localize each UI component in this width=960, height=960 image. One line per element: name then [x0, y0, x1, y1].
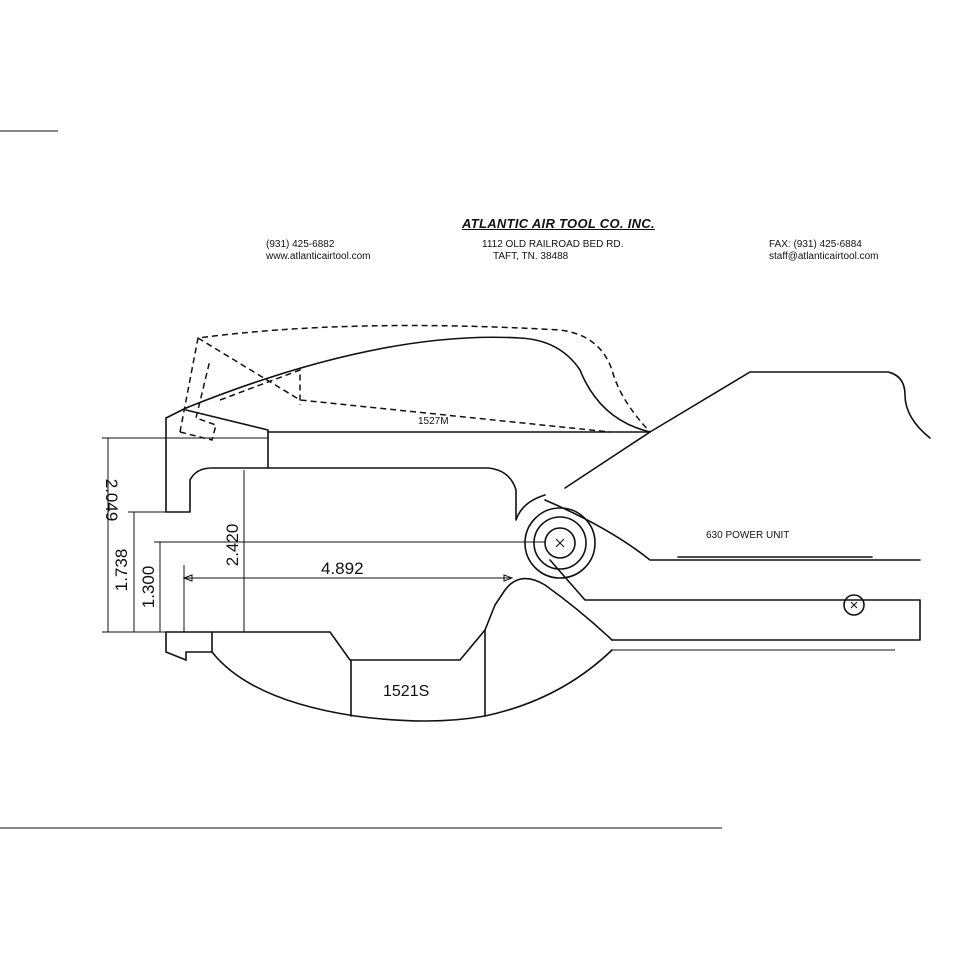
email-address: staff@atlanticairtool.com — [769, 251, 879, 262]
gap-dimension: 2.420 — [223, 524, 242, 567]
lower-jaw-label: 1521S — [383, 683, 429, 700]
overall-height-dimension: 2.049 — [102, 479, 121, 522]
street-address: 1112 OLD RAILROAD BED RD. — [482, 239, 624, 250]
lower-jaw-1521S — [165, 577, 613, 722]
dimension-lines — [102, 437, 545, 633]
depth-a-dimension: 1.738 — [112, 549, 131, 592]
depth-b-dimension: 1.300 — [139, 566, 158, 609]
reach-dimension: 4.892 — [321, 559, 364, 578]
upper-jaw-label: 1527M — [418, 416, 449, 427]
power-unit-label: 630 POWER UNIT — [706, 530, 789, 541]
upper-jaw-1527M — [165, 336, 651, 521]
phone-number: (931) 425-6882 — [266, 239, 335, 250]
power-unit-body — [544, 371, 931, 651]
website-address: www.atlanticairtool.com — [266, 251, 371, 262]
city-state-zip: TAFT, TN. 38488 — [493, 251, 569, 262]
upper-jaw-open-position — [179, 324, 651, 441]
fastener-screw — [843, 594, 865, 616]
company-name: ATLANTIC AIR TOOL CO. INC. — [462, 216, 655, 231]
fax-number: FAX: (931) 425-6884 — [769, 239, 862, 250]
pivot-pin — [524, 507, 596, 579]
